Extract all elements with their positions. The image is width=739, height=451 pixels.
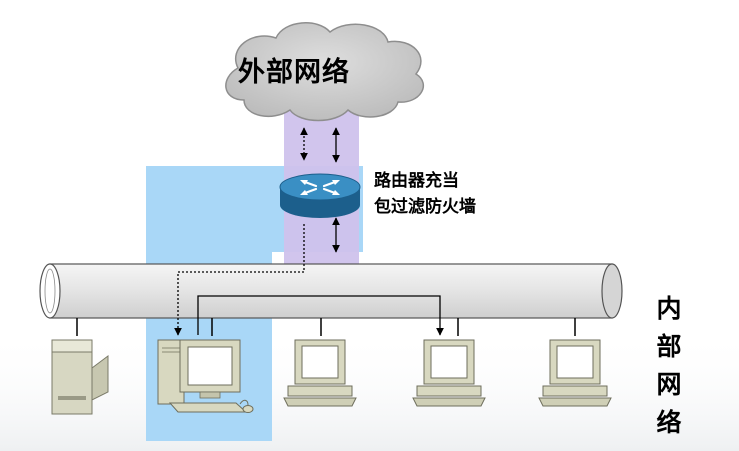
- route-lines: [174, 224, 444, 336]
- router-icon: [279, 173, 361, 218]
- printer-icon: [51, 339, 109, 415]
- network-pipe: [39, 263, 623, 319]
- workstation-icon: [157, 339, 254, 413]
- desktop-pc-icon: [412, 339, 486, 407]
- cloud-icon: [225, 22, 425, 122]
- internal-network-label: 内部网络: [656, 294, 682, 437]
- router-caption-line2: 包过滤防火墙: [374, 197, 476, 217]
- traffic-arrows: [300, 127, 340, 253]
- desktop-pc-icon: [283, 339, 357, 407]
- background-fade: [0, 330, 739, 451]
- desktop-pc-icon: [538, 339, 612, 407]
- cloud-label: 外部网络: [238, 57, 350, 88]
- drop-lines: [76, 318, 576, 336]
- router-caption-line1: 路由器充当: [374, 171, 459, 191]
- router-caption: 路由器充当 包过滤防火墙: [374, 168, 476, 220]
